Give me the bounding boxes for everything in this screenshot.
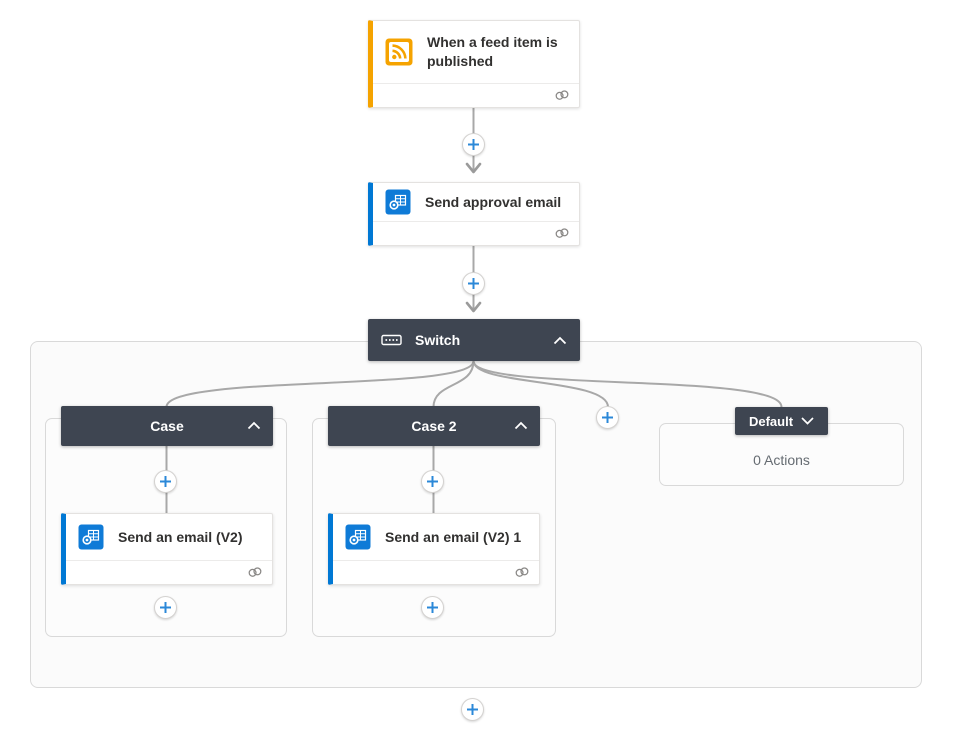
rss-icon [385,38,413,66]
arrowhead-icon [465,162,482,174]
add-action-in-case1-button[interactable] [154,470,177,493]
add-icon [468,278,479,289]
chevron-up-icon[interactable] [514,421,528,430]
case2-email-card[interactable]: Send an email (V2) 1 [328,513,540,585]
add-icon [160,476,171,487]
add-step-after-trigger-button[interactable] [462,133,485,156]
add-icon [602,412,613,423]
case2-card-title: Send an email (V2) 1 [385,528,522,545]
arrowhead-icon [465,301,482,313]
add-action-in-case2-button[interactable] [421,470,444,493]
add-step-after-approval-button[interactable] [462,272,485,295]
case2-header[interactable]: Case 2 [328,406,540,446]
chevron-up-icon[interactable] [247,421,261,430]
add-case-branch-button[interactable] [596,406,619,429]
connection-link-icon [247,567,263,578]
connection-link-icon [554,228,570,239]
default-branch-header[interactable]: Default [735,407,828,435]
outlook-icon [345,524,371,550]
add-icon [467,704,478,715]
switch-icon [381,333,402,347]
add-icon [468,139,479,150]
add-icon [427,602,438,613]
case1-header[interactable]: Case [61,406,273,446]
connection-link-icon [554,90,570,101]
add-icon [160,602,171,613]
case1-label: Case [150,418,184,434]
trigger-card[interactable]: When a feed item is published [368,20,580,108]
approval-card-title: Send approval email [425,193,562,210]
outlook-icon [78,524,104,550]
send-approval-email-card[interactable]: Send approval email [368,182,580,246]
case2-label: Case 2 [411,418,457,434]
case1-card-title: Send an email (V2) [118,528,243,545]
add-action-end-case2-button[interactable] [421,596,444,619]
switch-label: Switch [415,332,461,348]
default-label: Default [748,413,794,429]
add-action-end-case1-button[interactable] [154,596,177,619]
case1-email-card[interactable]: Send an email (V2) [61,513,273,585]
outlook-icon [385,189,411,215]
trigger-card-title: When a feed item is published [427,34,558,69]
add-step-after-switch-button[interactable] [461,698,484,721]
chevron-down-icon[interactable] [801,417,814,425]
connection-link-icon [514,567,530,578]
default-empty-actions-text: 0 Actions [753,452,810,468]
chevron-up-icon[interactable] [553,336,567,345]
add-icon [427,476,438,487]
switch-header[interactable]: Switch [368,319,580,361]
